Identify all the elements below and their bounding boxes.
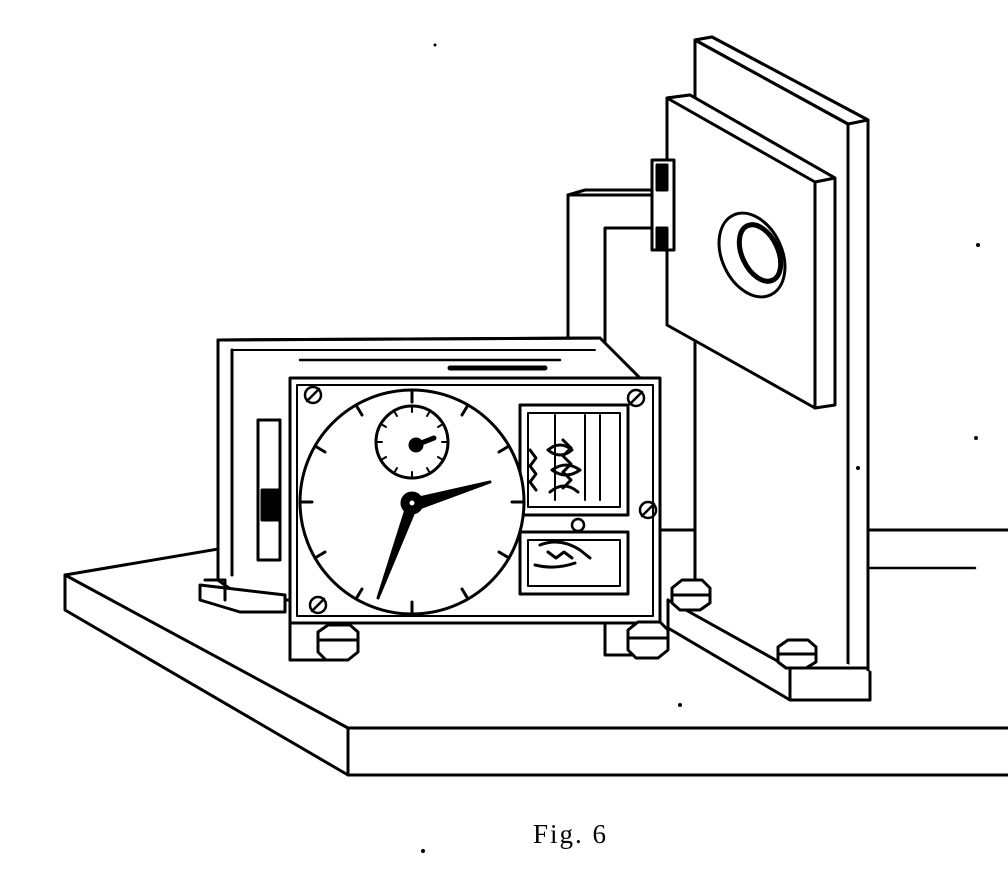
clock-dial [298, 388, 526, 616]
gear-mechanism [518, 403, 630, 596]
clock-frame-back [198, 336, 642, 614]
caption-text: Fig. 6 [533, 819, 609, 849]
seconds-subdial [374, 404, 450, 480]
mounting-plate [665, 93, 837, 410]
lens-aperture [717, 211, 787, 299]
bracket-arm [566, 158, 676, 362]
dial-tick-marks [298, 388, 526, 616]
ink-speck [421, 849, 425, 853]
clock-apparatus-illustration [63, 35, 1008, 777]
clock-hands [376, 480, 492, 600]
